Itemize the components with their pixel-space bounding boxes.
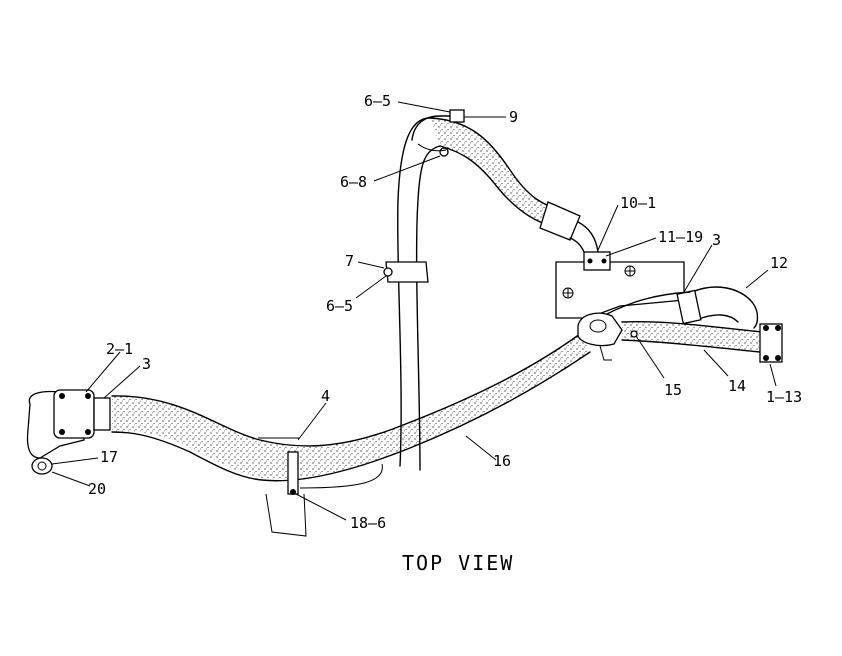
callout-9: 9: [509, 108, 518, 126]
callout-6-5-top: 6–5: [364, 92, 391, 110]
callout-2-1: 2–1: [106, 340, 133, 358]
hose-clamp-7: [383, 261, 429, 283]
callout-16: 16: [493, 452, 511, 470]
callout-15: 15: [664, 381, 682, 399]
callout-20: 20: [88, 480, 106, 498]
callout-10-1: 10–1: [620, 194, 656, 212]
right-flange: [759, 323, 783, 363]
callout-14: 14: [728, 377, 746, 395]
callout-11-19: 11–19: [658, 228, 703, 246]
main-hose-16: [111, 333, 591, 482]
view-caption: TOP VIEW: [402, 551, 514, 575]
callout-6-8: 6–8: [340, 173, 367, 191]
callout-labels: 6–5 9 6–8 10–1 11–19 3 12 7 6–5 2–1 3 4 …: [88, 92, 802, 532]
callout-18-6: 18–6: [350, 514, 386, 532]
right-elbow-hose-12: [676, 286, 759, 329]
callout-7: 7: [345, 252, 354, 270]
manifold-connector-15: [577, 312, 638, 361]
support-bracket-4: [258, 437, 307, 537]
callout-6-5-mid: 6–5: [326, 297, 353, 315]
callout-12: 12: [770, 254, 788, 272]
upper-hose: [429, 117, 611, 271]
vertical-hose: [299, 117, 441, 489]
callout-3-left: 3: [142, 355, 151, 373]
mounting-plate: [555, 261, 685, 319]
leader-lines: [51, 101, 777, 521]
left-elbow-fitting: [26, 389, 111, 475]
callout-1-13: 1–13: [766, 388, 802, 406]
callout-17: 17: [100, 448, 118, 466]
top-fitting: [411, 109, 465, 157]
callout-3-right: 3: [712, 231, 721, 249]
callout-4: 4: [321, 387, 330, 405]
